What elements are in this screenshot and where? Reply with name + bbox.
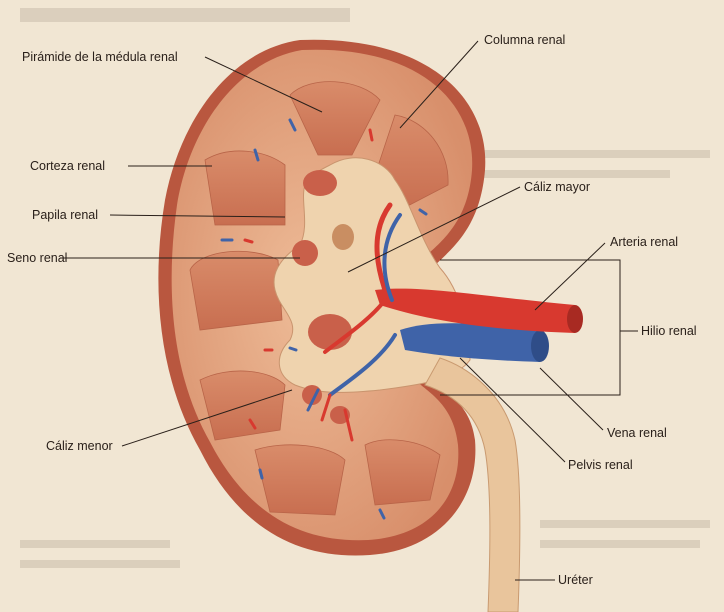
label-piramide-renal: Pirámide de la médula renal	[22, 50, 178, 64]
label-columna-renal: Columna renal	[484, 33, 565, 47]
renal-vein-lumen	[531, 330, 549, 362]
label-caliz-menor: Cáliz menor	[46, 439, 113, 453]
label-papila-renal: Papila renal	[32, 208, 98, 222]
label-vena-renal: Vena renal	[607, 426, 667, 440]
label-caliz-mayor: Cáliz mayor	[524, 180, 590, 194]
label-corteza-renal: Corteza renal	[30, 159, 105, 173]
renal-artery-lumen	[567, 305, 583, 333]
label-seno-renal: Seno renal	[7, 251, 67, 265]
sinus-fat-nodule	[332, 224, 354, 250]
label-ureter: Uréter	[558, 573, 593, 587]
label-hilio-renal: Hilio renal	[641, 324, 697, 338]
label-pelvis-renal: Pelvis renal	[568, 458, 633, 472]
label-arteria-renal: Arteria renal	[610, 235, 678, 249]
